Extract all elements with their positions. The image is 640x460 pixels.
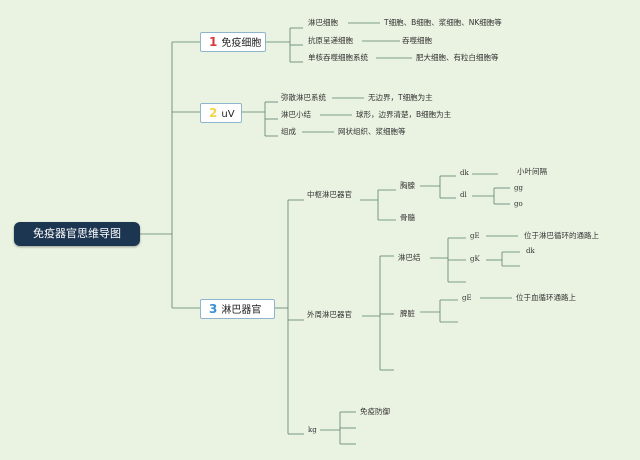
node-lymph-nodule[interactable]: 淋巴小结 (281, 110, 311, 119)
node-composition[interactable]: 组成 (281, 127, 296, 136)
node-spleen[interactable]: 脾脏 (400, 309, 415, 318)
node-diffuse-lymph-detail[interactable]: 无边界，T细胞为主 (368, 93, 433, 102)
node-peripheral-organs[interactable]: 外周淋巴器官 (307, 310, 352, 319)
node-lymphocyte-detail[interactable]: T细胞、B细胞、浆细胞、NK细胞等 (384, 18, 502, 27)
node-central-organs[interactable]: 中枢淋巴器官 (307, 190, 352, 199)
node-diffuse-lymph[interactable]: 弥散淋巴系统 (281, 93, 326, 102)
node-thymus[interactable]: 胸腺 (400, 181, 415, 190)
root-node[interactable]: 免疫器官思维导图 (14, 222, 140, 246)
node-mps-detail[interactable]: 肥大细胞、有粒白细胞等 (416, 53, 499, 62)
node-composition-detail[interactable]: 网状组织、浆细胞等 (338, 127, 406, 136)
node-thymus-dl[interactable]: dl (460, 191, 467, 199)
branch-number: 3 (209, 302, 218, 316)
branch-title: uV (221, 109, 235, 120)
node-lymph-nodule-detail[interactable]: 球形，边界清楚，B细胞为主 (356, 110, 452, 119)
node-kg-detail[interactable]: 免疫防御 (360, 407, 390, 416)
node-thymus-gg[interactable]: gg (514, 184, 523, 192)
node-thymus-dk[interactable]: dk (460, 169, 469, 177)
node-lymph-node-ge-detail[interactable]: 位于淋巴循环的通路上 (524, 231, 599, 240)
node-apc[interactable]: 抗原呈递细胞 (308, 36, 353, 45)
node-thymus-go[interactable]: go (514, 200, 523, 208)
branch-title: 免疫细胞 (221, 38, 262, 49)
node-apc-detail[interactable]: 吞噬细胞 (402, 36, 432, 45)
branch-number: 2 (209, 106, 218, 120)
branch-title: 淋巴器官 (221, 305, 262, 316)
node-lymph-node-gk-detail[interactable]: dk (526, 247, 535, 255)
node-lymph-node-ge[interactable]: gE (470, 232, 480, 240)
node-spleen-ge-detail[interactable]: 位于血循环通路上 (516, 293, 576, 302)
node-mps[interactable]: 单核吞噬细胞系统 (308, 53, 368, 62)
node-lymphocyte[interactable]: 淋巴细胞 (308, 18, 338, 27)
node-kg[interactable]: kg (308, 426, 317, 434)
node-lymph-node[interactable]: 淋巴结 (398, 253, 421, 262)
node-bone-marrow[interactable]: 骨髓 (400, 213, 415, 222)
node-thymus-dk-detail[interactable]: 小叶间隔 (517, 167, 547, 176)
node-lymph-node-gk[interactable]: gK (470, 255, 480, 263)
node-spleen-ge[interactable]: gE (462, 294, 472, 302)
branch-number: 1 (209, 35, 218, 49)
